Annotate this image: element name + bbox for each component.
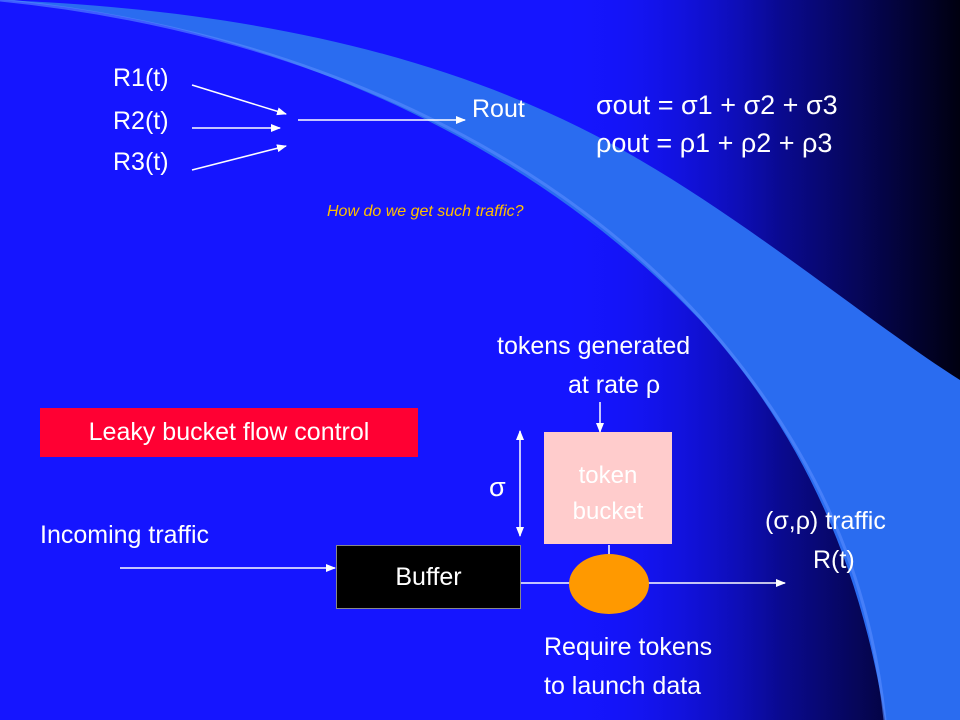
rho-term-1: 1 + (695, 128, 734, 158)
sigma-term-3: 3 (822, 90, 838, 120)
rho-term-2: 2 + (756, 128, 795, 158)
sigma-symbol: σ (596, 90, 613, 120)
rho-term-3-symbol: ρ (802, 128, 818, 158)
tokens-generated-line2: at rate ρ (568, 371, 660, 400)
output-label: Rout (472, 95, 525, 123)
tokens-generated-line1: tokens generated (497, 332, 691, 360)
sigma-rho-traffic-label: (σ,ρ) traffic (765, 507, 886, 535)
r3-arrow (191, 144, 287, 171)
incoming-traffic-label: Incoming traffic (40, 521, 210, 549)
token-bucket-box: token bucket (544, 432, 672, 544)
sigma-term-2: 2 + (760, 90, 799, 120)
input-r1: R1(t) (113, 64, 169, 92)
input-r2: R2(t) (113, 107, 169, 135)
sigma-equation: σout = σ1 + σ2 + σ3 (596, 90, 838, 121)
leaky-bucket-title: Leaky bucket flow control (40, 408, 418, 457)
rho-symbol: ρ (596, 128, 612, 158)
rho-term-1-symbol: ρ (679, 128, 696, 158)
r1-arrow (191, 84, 287, 116)
rho-term-3: 3 (817, 128, 833, 158)
token-bucket-line1: token (578, 462, 638, 489)
buffer-box: Buffer (336, 545, 521, 609)
sigma-term-2-symbol: σ (743, 90, 761, 120)
question-text: How do we get such traffic? (327, 203, 524, 220)
require-tokens-line1: Require tokens (544, 633, 713, 661)
rho-lhs: out = (611, 128, 673, 158)
sigma-label: σ (489, 472, 506, 502)
sigma-term-1-symbol: σ (681, 90, 698, 120)
tokens-rate-prefix: at rate (568, 371, 639, 399)
token-bucket-line2: bucket (572, 498, 644, 525)
rho-symbol-rate: ρ (645, 371, 661, 399)
rho-equation: ρout = ρ1 + ρ2 + ρ3 (596, 128, 832, 159)
rho-term-2-symbol: ρ (740, 128, 757, 158)
output-rt-label: R(t) (813, 546, 855, 574)
input-r3: R3(t) (113, 148, 169, 176)
token-gate-oval (569, 554, 649, 614)
require-tokens-line2: to launch data (544, 672, 702, 700)
sigma-term-3-symbol: σ (805, 90, 823, 120)
sigma-lhs: out = (612, 90, 674, 120)
swoosh-highlight (0, 0, 887, 720)
sigma-term-1: 1 + (697, 90, 736, 120)
